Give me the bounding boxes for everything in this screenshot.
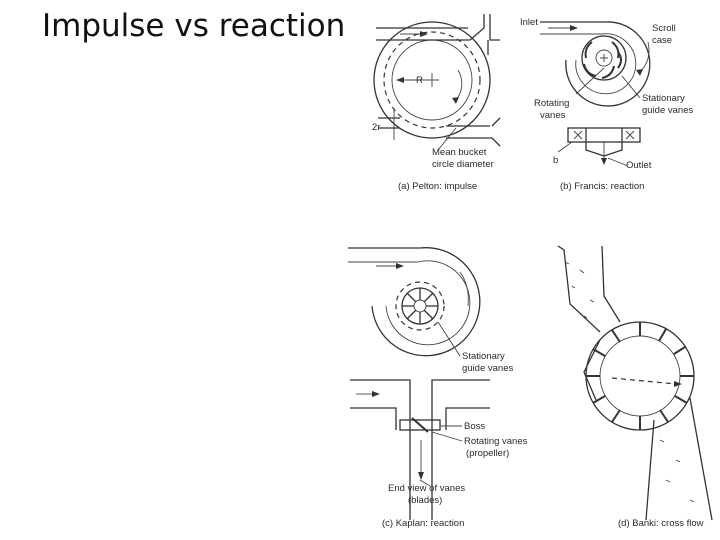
pelton-mean-bucket-label: Mean bucket: [432, 147, 487, 158]
francis-caption: (b) Francis: reaction: [560, 181, 644, 192]
pelton-radius-label: R: [416, 75, 423, 86]
francis-stationary-label: Stationary: [642, 93, 685, 104]
francis-guide-vanes-label: guide vanes: [642, 105, 693, 116]
kaplan-diagram: Stationary guide vanes Boss Rotating van…: [348, 247, 528, 529]
pelton-caption: (a) Pelton: impulse: [398, 181, 477, 192]
francis-rotating-label: Rotating: [534, 98, 569, 109]
francis-outlet-label: Outlet: [626, 160, 652, 171]
kaplan-stationary-label: Stationary: [462, 351, 505, 362]
pelton-circle-diameter-label: circle diameter: [432, 159, 494, 170]
francis-vanes-label: vanes: [540, 110, 566, 121]
francis-scroll-label: Scroll: [652, 23, 676, 34]
kaplan-caption: (c) Kaplan: reaction: [382, 518, 464, 529]
kaplan-end-view-label: End view of vanes: [388, 483, 465, 494]
kaplan-boss-label: Boss: [464, 421, 485, 432]
kaplan-guide-vanes-label: guide vanes: [462, 363, 513, 374]
francis-case-label: case: [652, 35, 672, 46]
francis-inlet-label: Inlet: [520, 17, 538, 28]
francis-diagram: Inlet Scroll case Rotating vanes Station…: [520, 17, 693, 192]
banki-diagram: (d) Banki: cross flow: [557, 245, 713, 529]
kaplan-rotating-vanes-label: Rotating vanes: [464, 436, 528, 447]
pelton-diagram: R 2r Mean bucket circle diameter (a) Pel…: [372, 14, 501, 192]
slide-title: Impulse vs reaction: [42, 8, 346, 44]
kaplan-propeller-label: (propeller): [466, 448, 509, 459]
banki-caption: (d) Banki: cross flow: [618, 518, 704, 529]
kaplan-blades-label: (blades): [408, 495, 442, 506]
pelton-jet-label: 2r: [372, 122, 380, 133]
francis-b-label: b: [553, 155, 558, 166]
